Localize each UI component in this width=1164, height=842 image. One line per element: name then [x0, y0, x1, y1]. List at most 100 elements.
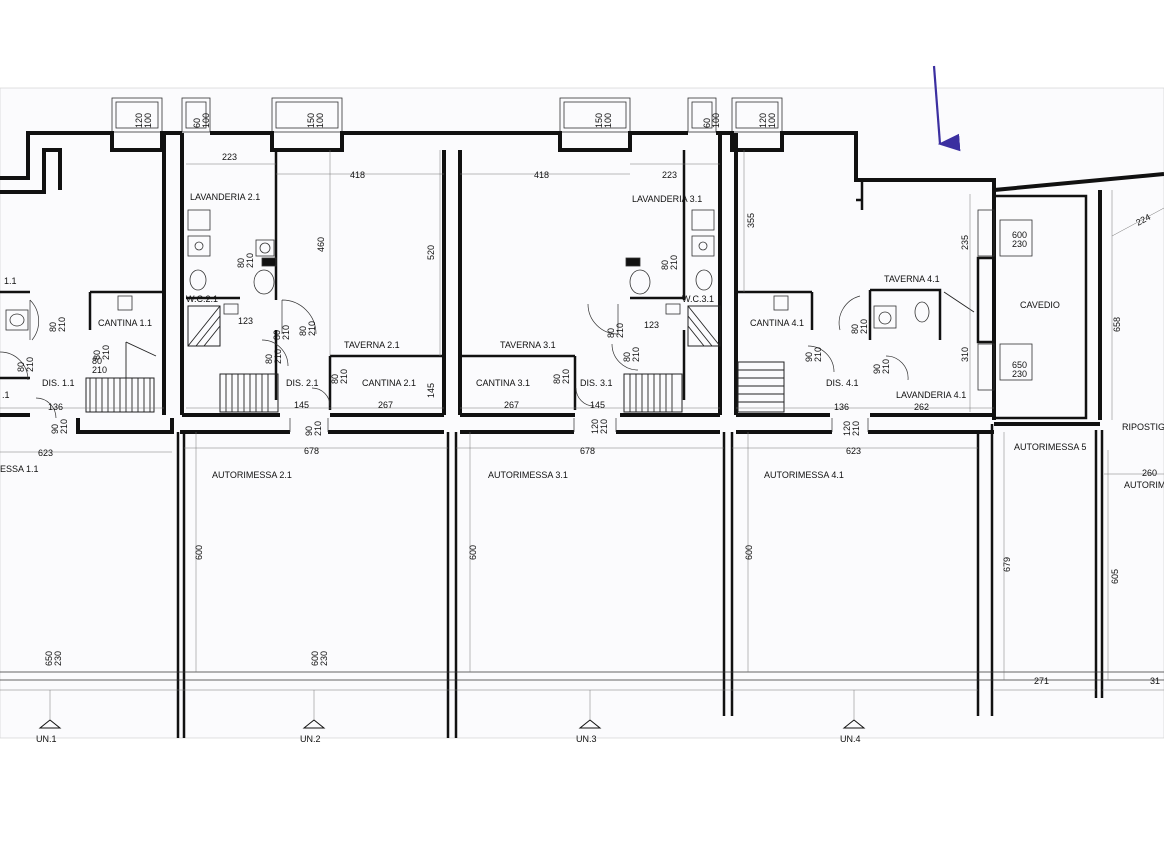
room-labels: 1.1 CANTINA 1.1 DIS. 1.1 .1 ESSA 1.1 LAV… — [0, 192, 1164, 490]
room-label: CANTINA 1.1 — [98, 318, 152, 328]
room-label: AUTORIMESSA 2.1 — [212, 470, 292, 480]
opening-label: 90210 — [872, 359, 891, 374]
opening-label: 80210 — [660, 255, 679, 270]
unit-label: UN.2 — [300, 734, 321, 744]
room-label: AUTORIMESSA 4.1 — [764, 470, 844, 480]
door-swings — [0, 295, 909, 432]
dimension-text: 123 — [238, 316, 253, 326]
dimension-text: 31 — [1150, 676, 1160, 686]
dimension-text: 418 — [350, 170, 365, 180]
unit-label: UN.4 — [840, 734, 861, 744]
indicator-arrow — [932, 65, 961, 152]
dimension-text: 623 — [846, 446, 861, 456]
room-label: ESSA 1.1 — [0, 464, 39, 474]
dimension-text: 262 — [914, 402, 929, 412]
staircases — [85, 291, 975, 413]
opening-label: 80210 — [606, 323, 625, 338]
dimension-text: 678 — [580, 446, 595, 456]
dimension-text: 658 — [1112, 317, 1122, 332]
opening-label: 150100 — [306, 113, 325, 128]
walls — [0, 131, 1164, 738]
dimension-text: 600 — [468, 545, 478, 560]
room-label: TAVERNA 2.1 — [344, 340, 400, 350]
room-label: LAVANDERIA 4.1 — [896, 390, 966, 400]
opening-label: 120210 — [590, 419, 609, 434]
room-label: TAVERNA 4.1 — [884, 274, 940, 284]
opening-label: 80210 — [622, 347, 641, 362]
dimension-text: 145 — [590, 400, 605, 410]
opening-label: 80210 — [272, 325, 291, 340]
dimension-text: 136 — [48, 402, 63, 412]
room-label: CANTINA 2.1 — [362, 378, 416, 388]
room-label: .1 — [2, 390, 10, 400]
dimension-text: 235 — [960, 235, 970, 250]
opening-label: 60100 — [702, 113, 721, 128]
dimension-text: 310 — [960, 347, 970, 362]
opening-label: 80210 — [16, 357, 35, 372]
opening-label: 80210 — [48, 317, 67, 332]
dimension-text: 605 — [1110, 569, 1120, 584]
opening-label: 80210 — [92, 345, 111, 360]
opening-label: 80210 — [850, 319, 869, 334]
opening-label: 90210 — [304, 421, 323, 436]
dimension-text: 418 — [534, 170, 549, 180]
opening-label: 650230 — [44, 651, 63, 666]
dimension-text: 145 — [294, 400, 309, 410]
room-label: DIS. 3.1 — [580, 378, 613, 388]
room-label: 1.1 — [4, 276, 17, 286]
room-label: AUTORIMESSA 5 — [1014, 442, 1086, 452]
room-label: LAVANDERIA 3.1 — [632, 194, 702, 204]
room-label: RIPOSTIG — [1122, 422, 1164, 432]
room-label: CANTINA 3.1 — [476, 378, 530, 388]
dimension-text: 123 — [644, 320, 659, 330]
unit-markers: UN.1 UN.2 UN.3 UN.4 — [36, 690, 866, 744]
dimension-text: 223 — [222, 152, 237, 162]
room-label: LAVANDERIA 2.1 — [190, 192, 260, 202]
dimension-text: 223 — [662, 170, 677, 180]
dimension-text: 678 — [304, 446, 319, 456]
opening-label: 80210 — [298, 321, 317, 336]
opening-label: 90210 — [804, 347, 823, 362]
dimension-text: 136 — [834, 402, 849, 412]
opening-label: 80210 — [330, 369, 349, 384]
dimension-text: 600 — [194, 545, 204, 560]
opening-label: 150100 — [594, 113, 613, 128]
room-label: DIS. 2.1 — [286, 378, 319, 388]
dimension-text: 623 — [38, 448, 53, 458]
sanitary-fixtures — [5, 209, 1033, 391]
room-label: TAVERNA 3.1 — [500, 340, 556, 350]
opening-label: 120210 — [842, 421, 861, 436]
room-label: CAVEDIO — [1020, 300, 1060, 310]
opening-label: 80210 — [236, 253, 255, 268]
dimension-text: 260 — [1142, 468, 1157, 478]
dimension-text: 271 — [1034, 676, 1049, 686]
unit-label: UN.3 — [576, 734, 597, 744]
dimension-texts: 223 418 418 223 460 520 355 235 310 658 … — [38, 152, 1160, 686]
opening-label: 90210 — [50, 419, 69, 434]
opening-label: 120100 — [758, 113, 777, 128]
opening-label: 80210 — [552, 369, 571, 384]
dimension-lines — [0, 150, 1164, 691]
room-label: CANTINA 4.1 — [750, 318, 804, 328]
window-bays — [111, 97, 783, 133]
dimension-text: 600 — [744, 545, 754, 560]
opening-label: 120100 — [134, 113, 153, 128]
dimension-text: 145 — [426, 383, 436, 398]
opening-label: 60100 — [192, 113, 211, 128]
room-label: W.C.3.1 — [682, 294, 714, 304]
unit-label: UN.1 — [36, 734, 57, 744]
room-label: AUTORIM — [1124, 480, 1164, 490]
dimension-text: 520 — [426, 245, 436, 260]
room-label: DIS. 1.1 — [42, 378, 75, 388]
room-label: AUTORIMESSA 3.1 — [488, 470, 568, 480]
dimension-text: 355 — [746, 213, 756, 228]
room-label: DIS. 4.1 — [826, 378, 859, 388]
dimension-text: 267 — [504, 400, 519, 410]
opening-label: 80210 — [264, 349, 283, 364]
dimension-text: 267 — [378, 400, 393, 410]
